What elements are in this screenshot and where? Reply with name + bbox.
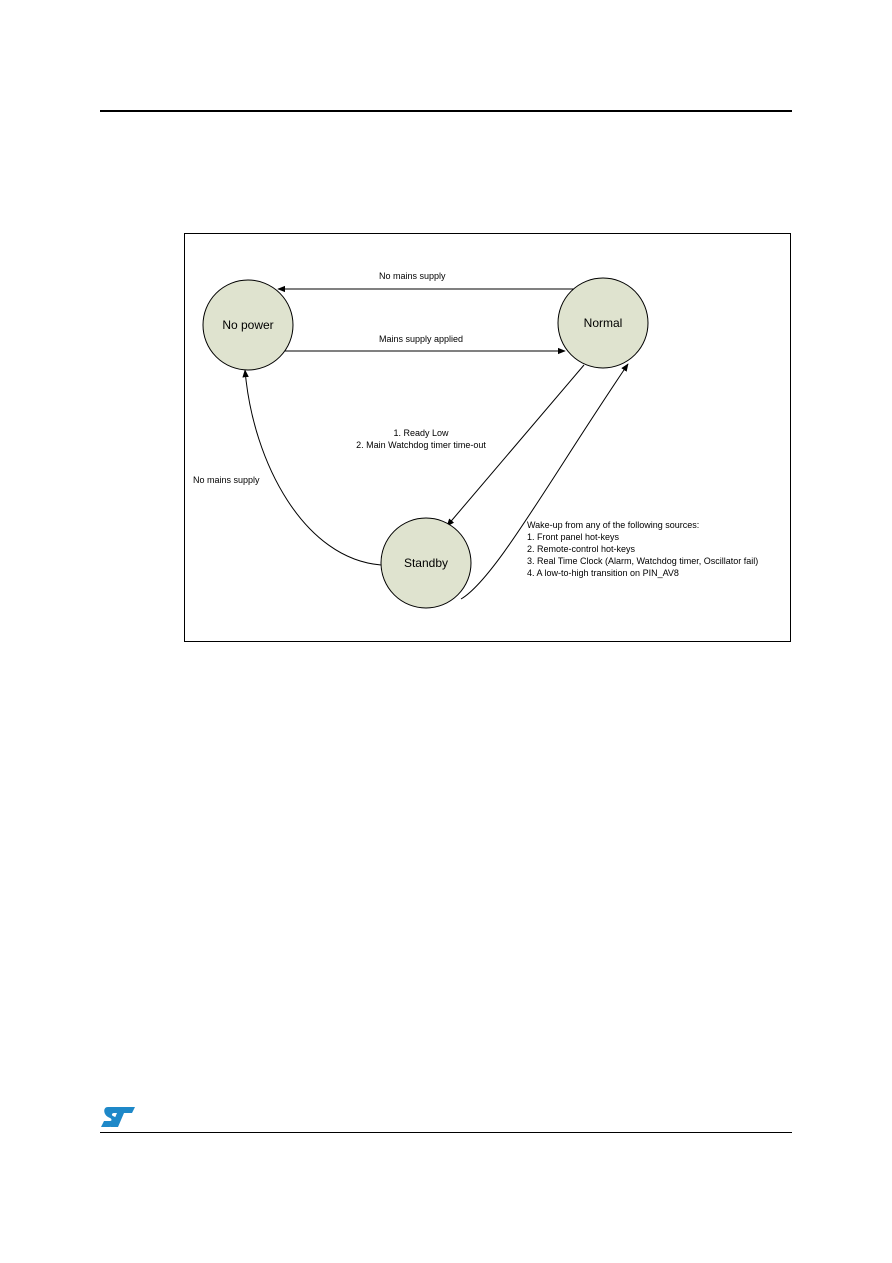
label-wake-up-item-1: 1. Front panel hot-keys (527, 532, 620, 542)
header-rule (100, 110, 792, 112)
label-no-power-to-normal: Mains supply applied (379, 334, 463, 344)
state-no-power-label: No power (222, 318, 273, 332)
footer-rule (100, 1132, 792, 1133)
label-wake-up-item-4: 4. A low-to-high transition on PIN_AV8 (527, 568, 679, 578)
label-wake-up-item-2: 2. Remote-control hot-keys (527, 544, 636, 554)
state-diagram: No power Normal Standby No mains supply … (184, 233, 791, 642)
state-normal-label: Normal (584, 316, 623, 330)
label-standby-to-no-power: No mains supply (193, 475, 260, 485)
arrow-standby-to-normal (460, 363, 629, 600)
st-logo-icon (100, 1106, 136, 1128)
label-wake-up-heading: Wake-up from any of the following source… (527, 520, 699, 530)
label-wake-up-item-3: 3. Real Time Clock (Alarm, Watchdog time… (527, 556, 758, 566)
state-standby: Standby (380, 517, 472, 609)
label-normal-to-standby-line-1: 1. Ready Low (393, 428, 449, 438)
state-no-power: No power (202, 279, 294, 371)
arrow-standby-to-no-power (242, 369, 382, 566)
label-normal-to-no-power: No mains supply (379, 271, 446, 281)
state-diagram-canvas: No power Normal Standby No mains supply … (193, 271, 758, 609)
state-standby-label: Standby (404, 556, 448, 570)
arrow-normal-to-standby (446, 364, 585, 527)
state-normal: Normal (557, 277, 649, 369)
label-normal-to-standby-line-2: 2. Main Watchdog timer time-out (356, 440, 486, 450)
